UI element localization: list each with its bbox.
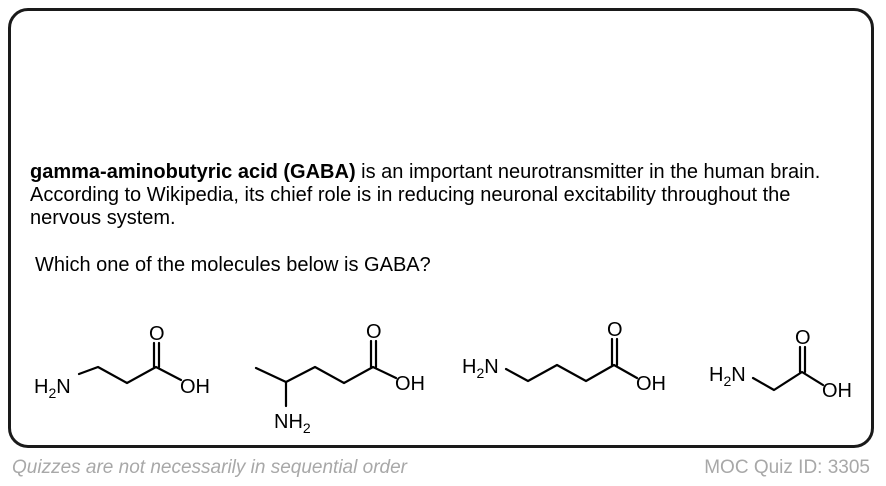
molecule-option-1-amine: H2N <box>34 376 71 401</box>
gaba-term: gamma-aminobutyric acid (GABA) <box>30 161 356 183</box>
molecule-option-3-carbonyl-o: O <box>607 319 623 341</box>
quiz-id: MOC Quiz ID: 3305 <box>704 457 870 478</box>
molecule-option-1-bonds <box>77 341 183 385</box>
intro-paragraph: gamma-aminobutyric acid (GABA) is an imp… <box>30 161 830 230</box>
footer-note: Quizzes are not necessarily in sequentia… <box>12 457 407 478</box>
question-text: Which one of the molecules below is GABA… <box>35 254 431 276</box>
molecule-option-1-hydroxyl: OH <box>180 376 210 398</box>
intro-text: is an important neurotransmitter in the … <box>30 161 821 229</box>
molecule-option-2-bonds <box>254 339 398 408</box>
molecule-option-2-amine: NH2 <box>274 411 311 436</box>
quiz-card <box>8 8 874 448</box>
molecule-option-4-carbonyl-o: O <box>795 327 811 349</box>
molecule-option-1-carbonyl-o: O <box>149 323 165 345</box>
molecule-option-4-amine: H2N <box>709 364 746 389</box>
molecule-option-3-bonds <box>504 337 639 383</box>
molecule-option-3-amine: H2N <box>462 356 499 381</box>
molecule-option-3-hydroxyl: OH <box>636 373 666 395</box>
molecule-option-2-hydroxyl: OH <box>395 373 425 395</box>
molecule-option-2-carbonyl-o: O <box>366 321 382 343</box>
molecule-option-4-hydroxyl: OH <box>822 380 852 402</box>
molecule-option-4-bonds <box>751 345 825 392</box>
